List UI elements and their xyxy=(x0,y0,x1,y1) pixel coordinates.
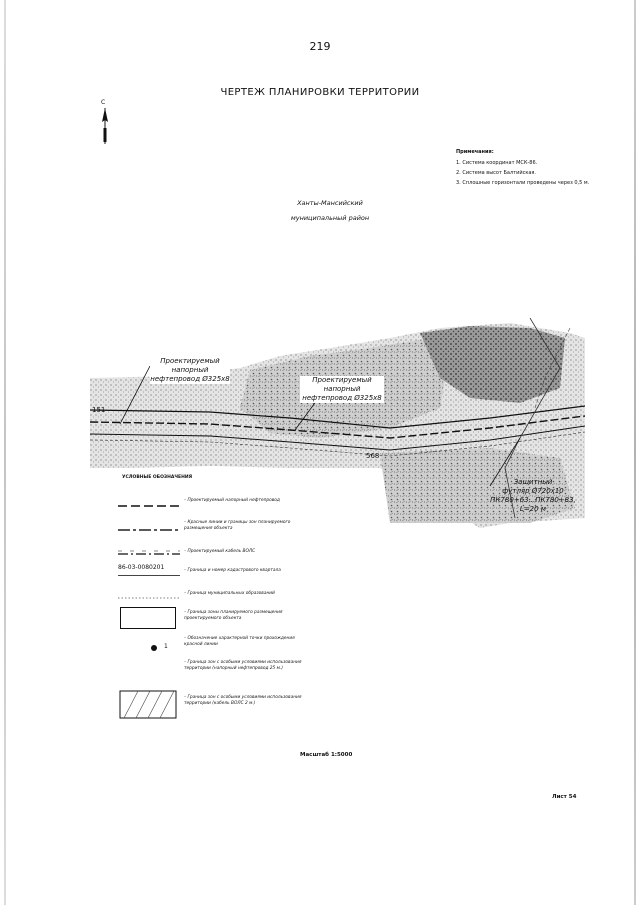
north-arrow-icon xyxy=(102,108,108,144)
notes-block: Примечания: 1. Система координат МСК-86.… xyxy=(456,147,636,188)
legend-item: 1 – Обозначение характерной точки прохож… xyxy=(118,636,298,660)
note-item: 1. Система координат МСК-86. xyxy=(456,160,538,166)
callout-line: напорный xyxy=(323,385,361,393)
fiber-cable-symbol xyxy=(118,550,180,555)
corridor-line xyxy=(90,431,585,457)
point-number-568: 568 xyxy=(366,452,380,460)
corridor-line xyxy=(90,425,585,451)
legend-text: – Граница и номер кадастрового квартала xyxy=(184,568,281,573)
legend-text: – Граница зоны планируемого размещения п… xyxy=(184,610,283,621)
pipeline-callout-2: Проектируемый напорный нефтепровод Ø325х… xyxy=(300,376,384,403)
north-letter: С xyxy=(101,99,106,106)
note-item: 2. Система высот Балтийская. xyxy=(456,170,536,176)
legend-item: – Граница муниципальных образований xyxy=(118,586,298,610)
terrain-dark xyxy=(420,326,565,403)
legend-item: – Проектируемый кабель ВОЛС xyxy=(118,542,298,566)
red-line-symbol xyxy=(118,529,180,531)
note-item: 3. Сплошные горизонтали проведены через … xyxy=(456,180,590,186)
callout-leader xyxy=(119,365,151,425)
callout-line: L=20 м xyxy=(519,505,547,513)
scan-edge-left xyxy=(4,0,6,905)
corridor-line xyxy=(90,405,585,429)
callout-line: Проектируемый xyxy=(312,376,372,384)
terrain-lower xyxy=(380,448,575,523)
pipeline-callout-1: Проектируемый напорный нефтепровод Ø325х… xyxy=(150,357,230,384)
legend-item: 86-03-0080201 – Граница и номер кадастро… xyxy=(118,562,298,586)
scale-label: Масштаб 1:5000 xyxy=(300,752,353,758)
drawing-title: ЧЕРТЕЖ ПЛАНИРОВКИ ТЕРРИТОРИИ xyxy=(220,87,420,98)
legend-item: – Красные линии и границы зон планируемо… xyxy=(118,518,298,542)
terrain-left xyxy=(90,378,170,418)
legend-item: – Граница зон с особыми условиями исполь… xyxy=(118,660,301,688)
page-number: 219 xyxy=(309,40,331,53)
legend-item: – Граница зоны планируемого размещения п… xyxy=(118,605,298,633)
legend-title: УСЛОВНЫЕ ОБОЗНАЧЕНИЯ xyxy=(122,475,193,480)
crossing-callout: Защитный футляр Ø720х10 ПК780+63...ПК780… xyxy=(490,478,576,514)
legend-text: – Обозначение характерной точки прохожде… xyxy=(184,636,295,647)
cadastral-boundary-symbol xyxy=(118,575,180,577)
callout-line: нефтепровод Ø325х8 xyxy=(302,394,382,402)
hatched-zone-symbol xyxy=(119,690,177,719)
legend-text: – Граница зон с особыми условиями исполь… xyxy=(184,695,302,706)
legend-text: – Проектируемый кабель ВОЛС xyxy=(184,549,256,554)
road-line xyxy=(534,327,571,409)
district-label-line: муниципальный район xyxy=(290,214,370,222)
callout-line: Проектируемый xyxy=(160,357,220,365)
scan-edge-right xyxy=(634,0,636,905)
legend-text: – Проектируемый напорный нефтепровод xyxy=(184,498,280,503)
sheet-number: Лист 54 xyxy=(552,794,577,800)
callout-line: ПК780+63...ПК780+83, xyxy=(490,496,576,504)
callout-leader xyxy=(489,437,521,487)
legend-item: – Граница зон с особыми условиями исполь… xyxy=(118,690,301,720)
callout-line: нефтепровод Ø325х8 xyxy=(150,375,230,383)
point-index: 1 xyxy=(164,643,168,650)
callout-line: Защитный xyxy=(513,478,553,486)
cadastral-number-sample: 86-03-0080201 xyxy=(118,564,165,571)
red-line-point-icon xyxy=(151,645,157,651)
district-label: Ханты-Мансийский муниципальный район xyxy=(270,196,390,226)
pipeline-symbol xyxy=(118,505,180,507)
legend-text: – Граница муниципальных образований xyxy=(184,591,275,596)
corridor-line xyxy=(90,415,585,439)
planned-zone-symbol xyxy=(120,607,176,629)
callout-line: футляр Ø720х10 xyxy=(502,487,564,495)
notes-title: Примечания: xyxy=(456,149,494,155)
legend-text: – Граница зон с особыми условиями исполь… xyxy=(184,660,302,671)
point-number-151: 151 xyxy=(92,406,106,414)
legend-item: – Проектируемый напорный нефтепровод xyxy=(118,494,298,518)
district-label-line: Ханты-Мансийский xyxy=(297,199,363,207)
legend-text: – Красные линии и границы зон планируемо… xyxy=(184,520,291,531)
callout-line: напорный xyxy=(171,366,209,374)
